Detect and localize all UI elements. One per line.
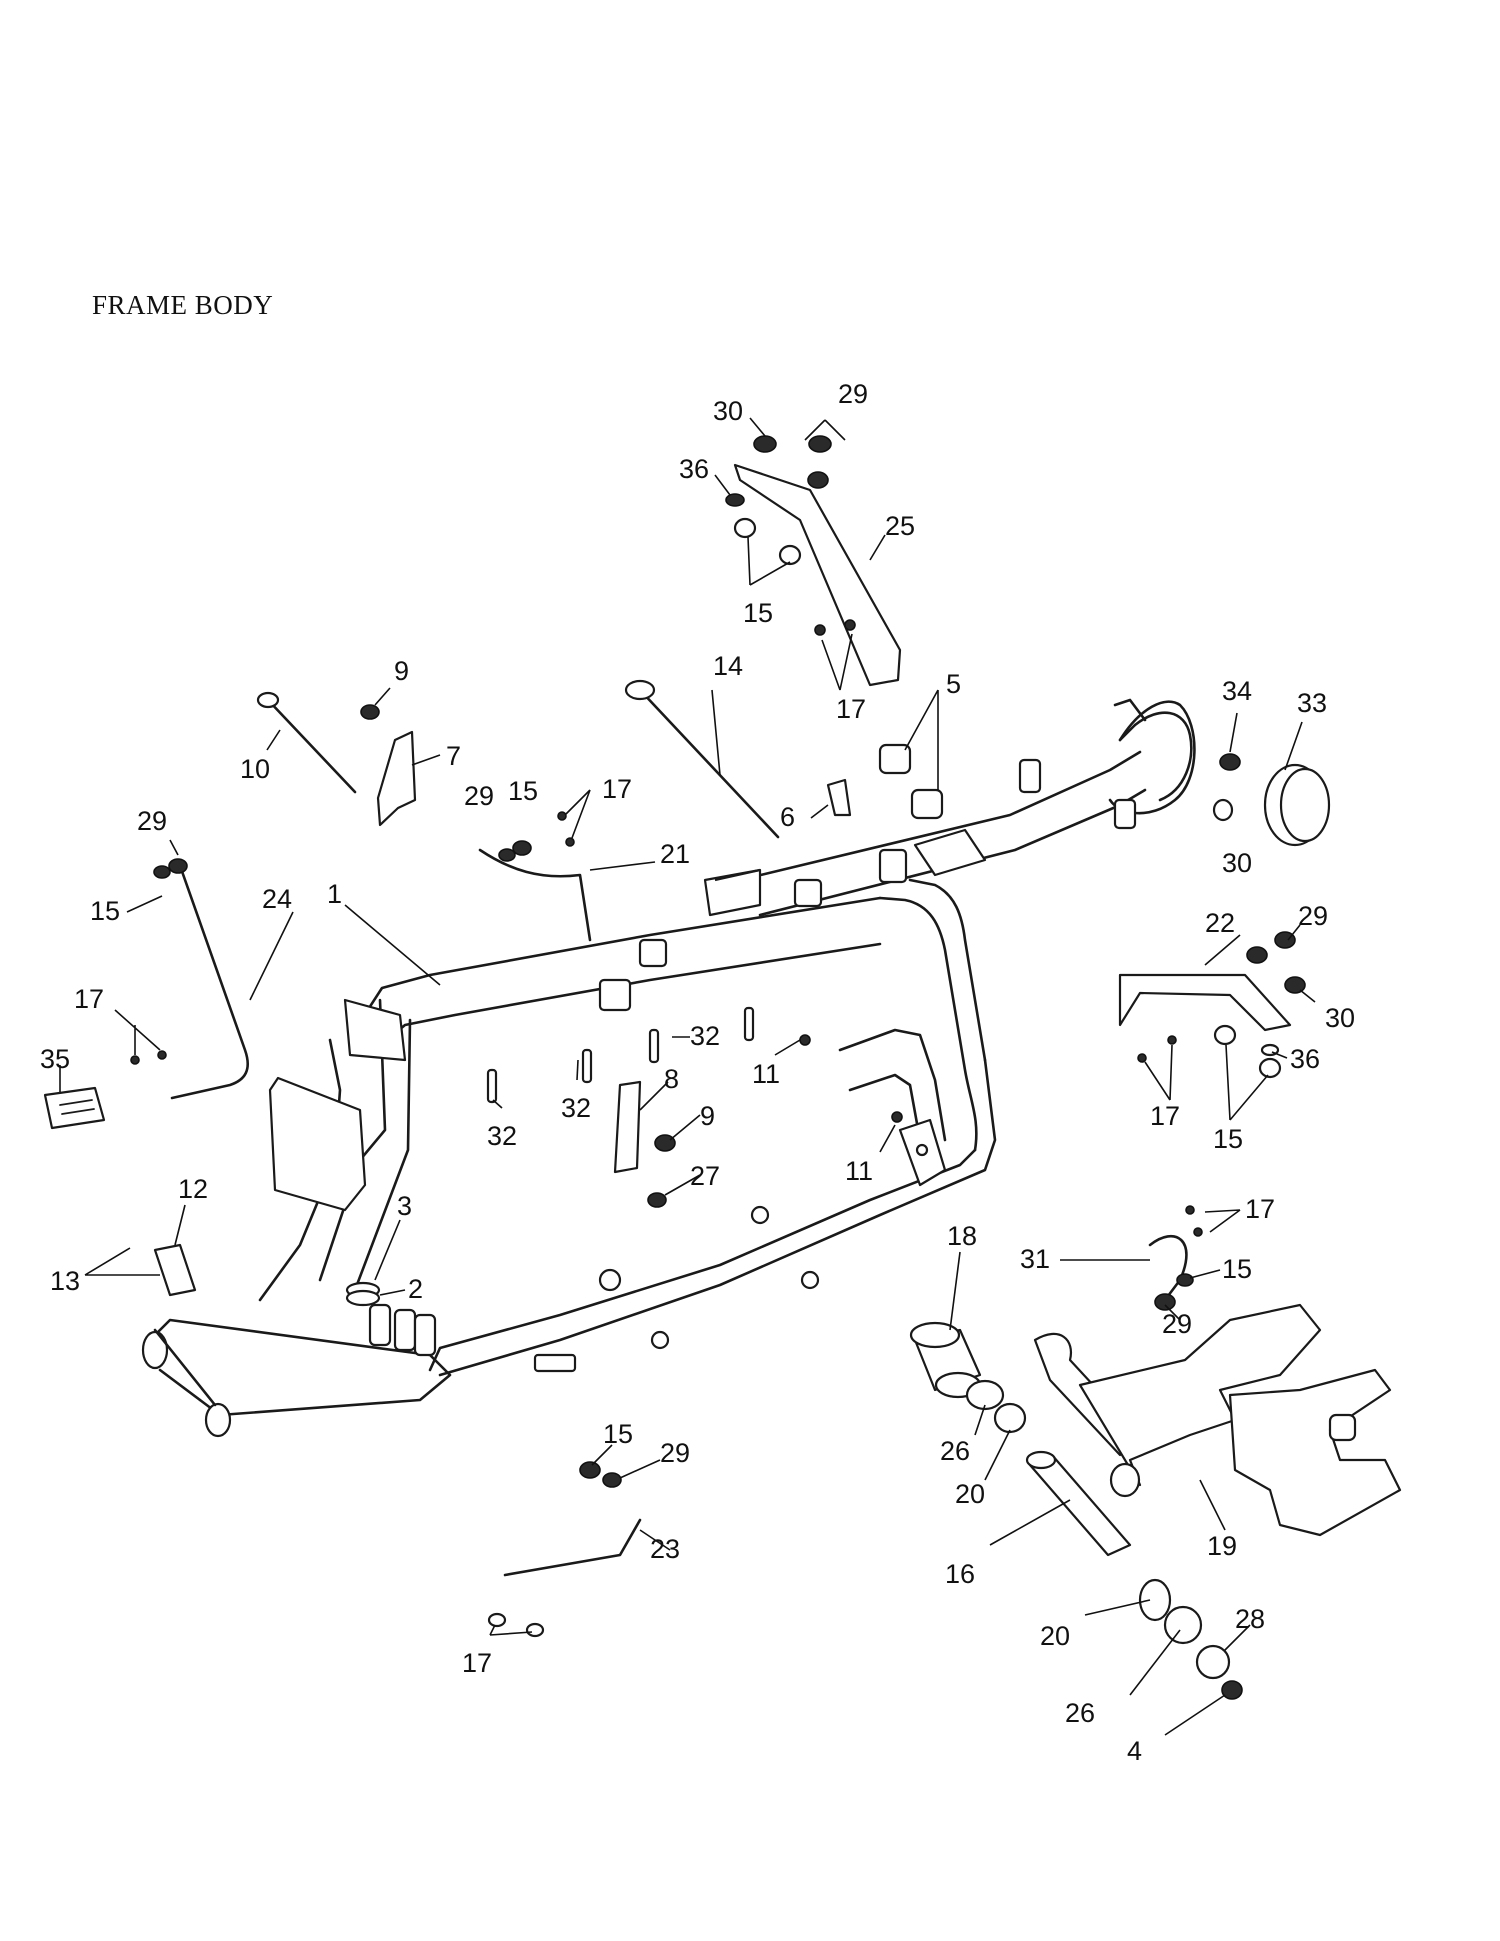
- callout-7: 7: [446, 741, 461, 771]
- callout-30: 30: [1325, 1003, 1355, 1033]
- page-title: FRAME BODY: [92, 290, 274, 320]
- callout-26: 26: [940, 1436, 970, 1466]
- callout-11: 11: [845, 1156, 873, 1186]
- callout-36: 36: [1290, 1044, 1320, 1074]
- callout-15: 15: [1222, 1254, 1252, 1284]
- callout-29: 29: [464, 781, 494, 811]
- callout-28: 28: [1235, 1604, 1265, 1634]
- callout-18: 18: [947, 1221, 977, 1251]
- callout-32: 32: [487, 1121, 517, 1151]
- callout-34: 34: [1222, 676, 1252, 706]
- callout-29: 29: [1162, 1309, 1192, 1339]
- callout-10: 10: [240, 754, 270, 784]
- callout-33: 33: [1297, 688, 1327, 718]
- callout-17: 17: [602, 774, 632, 804]
- callout-19: 19: [1207, 1531, 1237, 1561]
- callout-36: 36: [679, 454, 709, 484]
- callout-4: 4: [1127, 1736, 1142, 1766]
- callout-30: 30: [713, 396, 743, 426]
- callout-35: 35: [40, 1044, 70, 1074]
- callout-17: 17: [462, 1648, 492, 1678]
- callout-27: 27: [690, 1161, 720, 1191]
- callout-29: 29: [137, 806, 167, 836]
- callout-11: 11: [752, 1059, 780, 1089]
- callout-1: 1: [327, 879, 342, 909]
- callout-9: 9: [700, 1101, 715, 1131]
- callout-22: 22: [1205, 908, 1235, 938]
- callout-23: 23: [650, 1534, 680, 1564]
- callout-24: 24: [262, 884, 292, 914]
- callout-5: 5: [946, 669, 961, 699]
- callout-17: 17: [1245, 1194, 1275, 1224]
- callout-32: 32: [690, 1021, 720, 1051]
- callout-14: 14: [713, 651, 743, 681]
- callout-17: 17: [74, 984, 104, 1014]
- callout-29: 29: [838, 379, 868, 409]
- callout-17: 17: [836, 694, 866, 724]
- callout-12: 12: [178, 1174, 208, 1204]
- callout-labels: 29 30 36 25 15 17 14 5 34 33 9 10 7 29 1…: [40, 379, 1355, 1766]
- callout-15: 15: [603, 1419, 633, 1449]
- parts: [43, 435, 1402, 1700]
- callout-13: 13: [50, 1266, 80, 1296]
- callout-21: 21: [660, 839, 690, 869]
- leader-lines: [59, 417, 1316, 1736]
- callout-15: 15: [1213, 1124, 1243, 1154]
- callout-31: 31: [1020, 1244, 1050, 1274]
- callout-15: 15: [508, 776, 538, 806]
- callout-29: 29: [660, 1438, 690, 1468]
- callout-2: 2: [408, 1274, 423, 1304]
- callout-8: 8: [664, 1064, 679, 1094]
- callout-32: 32: [561, 1093, 591, 1123]
- callout-6: 6: [780, 802, 795, 832]
- main-frame: [141, 698, 1196, 1438]
- callout-26: 26: [1065, 1698, 1095, 1728]
- callout-30: 30: [1222, 848, 1252, 878]
- callout-15: 15: [90, 896, 120, 926]
- callout-17: 17: [1150, 1101, 1180, 1131]
- callout-9: 9: [394, 656, 409, 686]
- callout-25: 25: [885, 511, 915, 541]
- callout-15: 15: [743, 598, 773, 628]
- callout-3: 3: [397, 1191, 412, 1221]
- callout-29: 29: [1298, 901, 1328, 931]
- callout-16: 16: [945, 1559, 975, 1589]
- callout-20: 20: [955, 1479, 985, 1509]
- callout-20: 20: [1040, 1621, 1070, 1651]
